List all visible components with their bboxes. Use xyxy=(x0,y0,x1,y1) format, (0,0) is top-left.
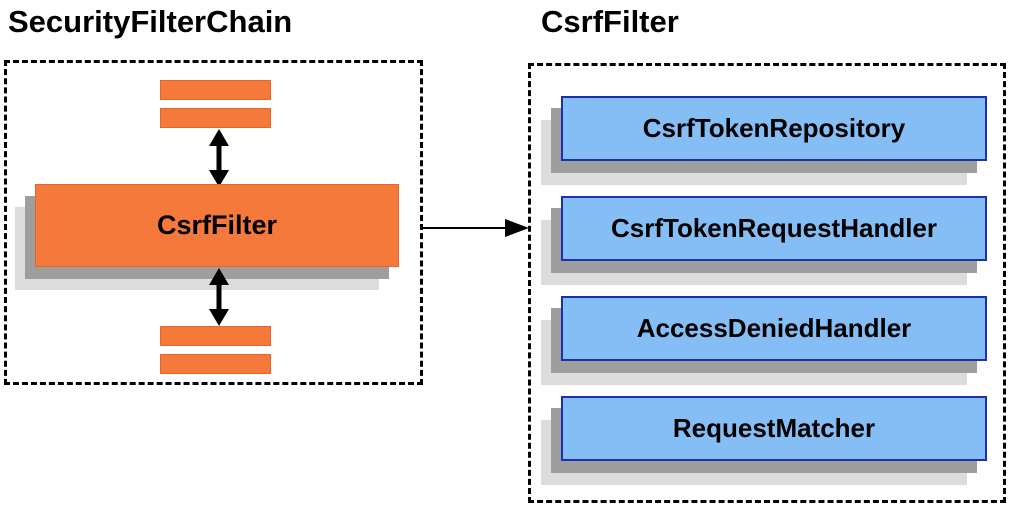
component-box-csrf-token-request-handler: CsrfTokenRequestHandler xyxy=(561,196,987,261)
csrf-filter-panel: CsrfTokenRepository CsrfTokenRequestHand… xyxy=(528,63,1006,503)
component-label: CsrfTokenRepository xyxy=(642,113,906,143)
component-box-access-denied-handler: AccessDeniedHandler xyxy=(561,296,987,361)
component-label: RequestMatcher xyxy=(672,413,876,443)
csrf-filter-box: CsrfFilter xyxy=(35,184,399,267)
left-panel-title: SecurityFilterChain xyxy=(8,4,293,39)
csrf-filter-box-label: CsrfFilter xyxy=(156,210,278,240)
double-arrow-icon xyxy=(209,129,229,187)
security-filter-chain-panel: CsrfFilter xyxy=(4,60,423,385)
component-label: AccessDeniedHandler xyxy=(636,313,912,343)
component-box-request-matcher: RequestMatcher xyxy=(561,396,987,461)
component-box-csrf-token-repository: CsrfTokenRepository xyxy=(561,96,987,161)
component-label: CsrfTokenRequestHandler xyxy=(610,213,938,243)
double-arrow-icon xyxy=(209,268,229,326)
filter-bar-top-1 xyxy=(160,80,271,100)
arrow-icon xyxy=(423,219,529,237)
right-panel-title: CsrfFilter xyxy=(541,4,679,39)
filter-bar-bottom-1 xyxy=(160,326,271,346)
filter-bar-top-2 xyxy=(160,108,271,128)
filter-bar-bottom-2 xyxy=(160,354,271,374)
